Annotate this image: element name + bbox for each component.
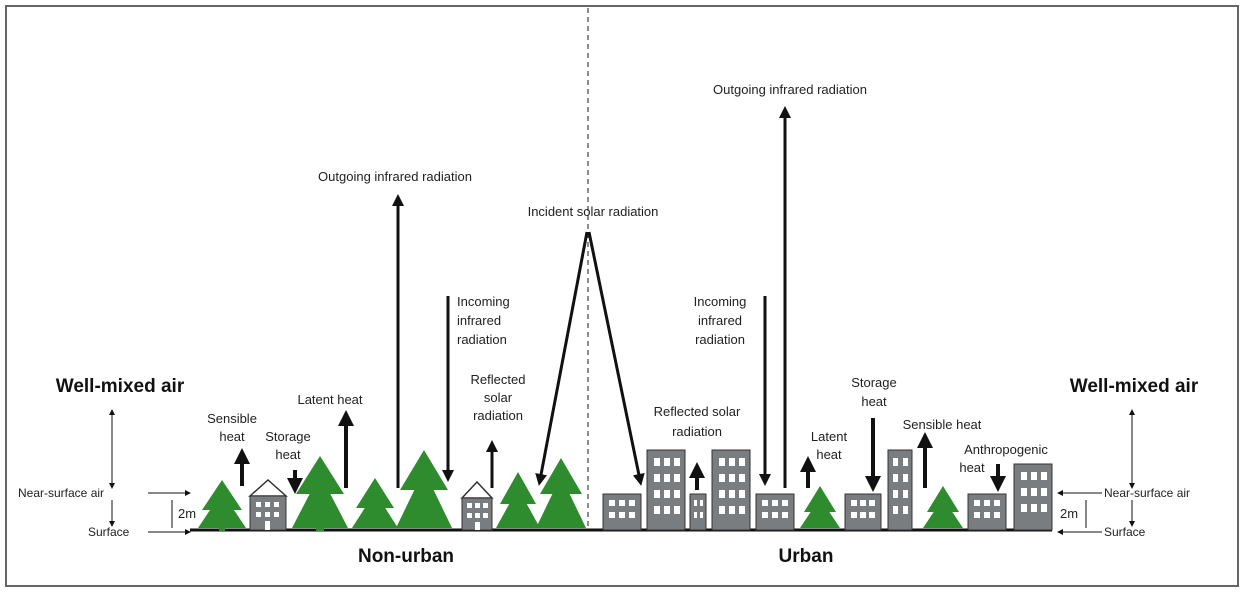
svg-text:radiation: radiation: [695, 332, 745, 347]
incident-solar-right-arrow: [587, 231, 645, 486]
svg-text:heat: heat: [219, 429, 245, 444]
near-surface-air-left-label: Near-surface air: [18, 486, 104, 500]
surface-right-label: Surface: [1104, 525, 1146, 539]
svg-text:heat: heat: [861, 394, 887, 409]
svg-text:Storage: Storage: [851, 375, 897, 390]
svg-text:infrared: infrared: [698, 313, 742, 328]
svg-text:radiation: radiation: [473, 408, 523, 423]
tree-icon: [292, 456, 348, 531]
flux-arrows: [234, 106, 1006, 494]
incident-solar-left-arrow: [535, 231, 589, 486]
well-mixed-air-right: Well-mixed air: [1070, 376, 1199, 397]
building-windows: [609, 458, 1047, 518]
svg-text:solar: solar: [484, 390, 513, 405]
house-icon: [460, 480, 494, 531]
sensible-heat-left-label: Sensible heat: [207, 411, 257, 444]
svg-text:heat: heat: [275, 447, 301, 462]
storage-heat-left-label: Storage heat: [265, 429, 311, 462]
well-mixed-air-left: Well-mixed air: [56, 376, 185, 397]
tree-icon: [536, 458, 586, 528]
svg-text:Latent: Latent: [811, 429, 848, 444]
svg-text:infrared: infrared: [457, 313, 501, 328]
incoming-ir-right-label: Incoming infrared radiation: [694, 294, 747, 347]
outgoing-ir-left-label: Outgoing infrared radiation: [318, 169, 472, 184]
house-icon: [248, 478, 288, 531]
tree-icon: [396, 450, 452, 528]
svg-text:radiation: radiation: [672, 424, 722, 439]
non-urban-title: Non-urban: [358, 546, 454, 567]
reflected-solar-left-label: Reflected solar radiation: [471, 372, 526, 423]
anthropogenic-heat-label: Anthropogenic heat: [959, 442, 1048, 475]
tree-icon: [800, 486, 840, 528]
trees-urban: [800, 486, 963, 528]
svg-text:Reflected solar: Reflected solar: [654, 404, 741, 419]
svg-text:heat: heat: [816, 447, 842, 462]
svg-text:Reflected: Reflected: [471, 372, 526, 387]
svg-text:heat: heat: [959, 460, 985, 475]
sensible-heat-right-label: Sensible heat: [903, 417, 982, 432]
tree-icon: [496, 472, 540, 528]
urban-title: Urban: [779, 546, 834, 567]
svg-text:Anthropogenic: Anthropogenic: [964, 442, 1048, 457]
incoming-ir-left-label: Incoming infrared radiation: [457, 294, 510, 347]
reflected-solar-right-label: Reflected solar radiation: [654, 404, 741, 439]
trees-non-urban: [198, 450, 586, 531]
mixing-arrows: [109, 409, 1135, 535]
outgoing-ir-right-label: Outgoing infrared radiation: [713, 82, 867, 97]
incident-solar-label: Incident solar radiation: [528, 204, 659, 219]
near-surface-air-right-label: Near-surface air: [1104, 486, 1190, 500]
svg-text:Storage: Storage: [265, 429, 311, 444]
tree-icon: [352, 478, 398, 528]
svg-text:Incoming: Incoming: [694, 294, 747, 309]
diagram-frame: [5, 5, 1239, 587]
svg-text:Incoming: Incoming: [457, 294, 510, 309]
svg-text:radiation: radiation: [457, 332, 507, 347]
latent-heat-right-label: Latent heat: [811, 429, 848, 462]
tree-icon: [198, 480, 246, 531]
two-m-right-label: 2m: [1060, 506, 1078, 521]
storage-heat-right-label: Storage heat: [851, 375, 897, 409]
tree-icon: [923, 486, 963, 528]
building-icon: [689, 493, 707, 531]
building-icon: [887, 449, 913, 531]
latent-heat-left-label: Latent heat: [297, 392, 362, 407]
surface-left-label: Surface: [88, 525, 130, 539]
two-m-left-label: 2m: [178, 506, 196, 521]
svg-text:Sensible: Sensible: [207, 411, 257, 426]
